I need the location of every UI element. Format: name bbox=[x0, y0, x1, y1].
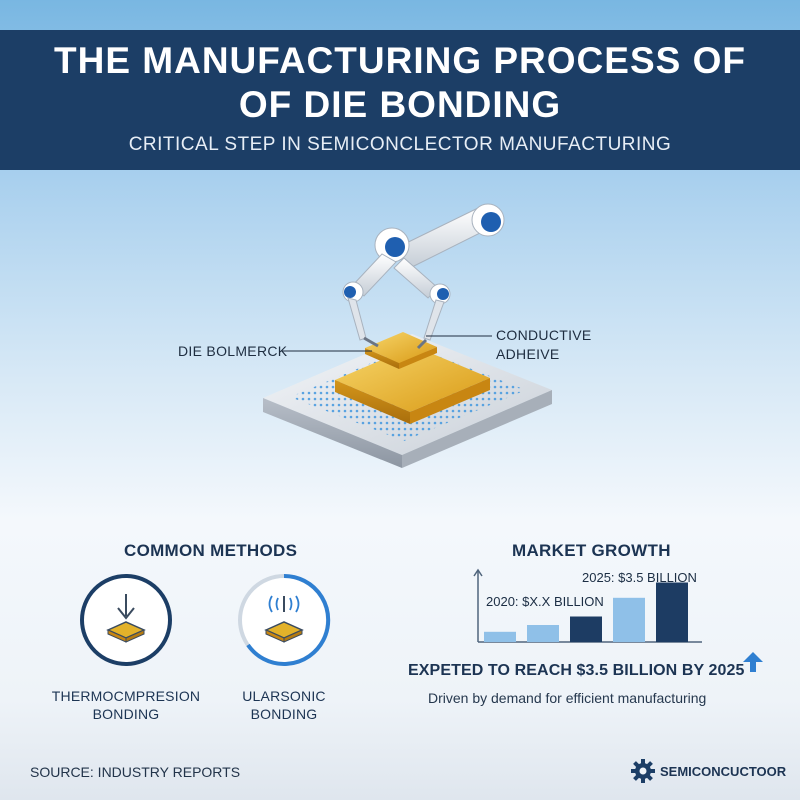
source-note: SOURCE: INDUSTRY REPORTS bbox=[30, 764, 241, 780]
small-die bbox=[365, 332, 437, 369]
title-banner bbox=[0, 30, 800, 170]
gear-icon bbox=[631, 759, 655, 783]
down-arrow-chip-icon bbox=[80, 574, 172, 666]
die-callout-label: DIE BOLMERCK bbox=[178, 343, 288, 359]
adhesive-callout-label-line2: ADHEIVE bbox=[496, 346, 560, 362]
page-subtitle: CRITICAL STEP IN SEMICONCLECTOR MANUFACT… bbox=[128, 134, 672, 155]
gold-die bbox=[335, 346, 490, 424]
ultrasonic-label-line1: ULARSONIC bbox=[242, 688, 326, 704]
up-arrow-icon bbox=[743, 652, 763, 672]
page-title-line1: THE MANUFACTURING PROCESS OF bbox=[54, 40, 746, 81]
y-axis-arrow bbox=[473, 568, 483, 577]
bar-4 bbox=[613, 597, 645, 642]
page-title-line2: OF DIE BONDING bbox=[238, 84, 562, 125]
brand-name: SEMICONCUCTOOR bbox=[660, 764, 787, 779]
die-bonding-illustration bbox=[263, 203, 552, 468]
thermocompression-label-line1: THERMOCMPRESION bbox=[51, 688, 201, 704]
bar-2 bbox=[527, 625, 559, 642]
market-forecast-text: EXPETED TO REACH $3.5 BILLION BY 2025 bbox=[408, 662, 745, 679]
robotic-arm bbox=[342, 203, 505, 350]
bar-1 bbox=[484, 631, 516, 642]
label-2025: 2025: $3.5 BILLION bbox=[582, 570, 697, 585]
market-heading: MARKET GROWTH bbox=[512, 541, 671, 560]
adhesive-callout-label-line1: CONDUCTIVE bbox=[496, 327, 592, 343]
bar-3 bbox=[570, 616, 602, 642]
ultrasonic-label-line2: BONDING bbox=[250, 706, 318, 722]
thermocompression-label-line2: BONDING bbox=[92, 706, 160, 722]
ultrasonic-chip-icon bbox=[238, 573, 331, 666]
market-growth-chart bbox=[473, 568, 702, 643]
label-2020: 2020: $X.X BILLION bbox=[486, 594, 604, 609]
market-driver-text: Driven by demand for efficient manufactu… bbox=[428, 690, 707, 706]
bar-5 bbox=[656, 582, 688, 642]
methods-heading: COMMON METHODS bbox=[124, 541, 298, 560]
